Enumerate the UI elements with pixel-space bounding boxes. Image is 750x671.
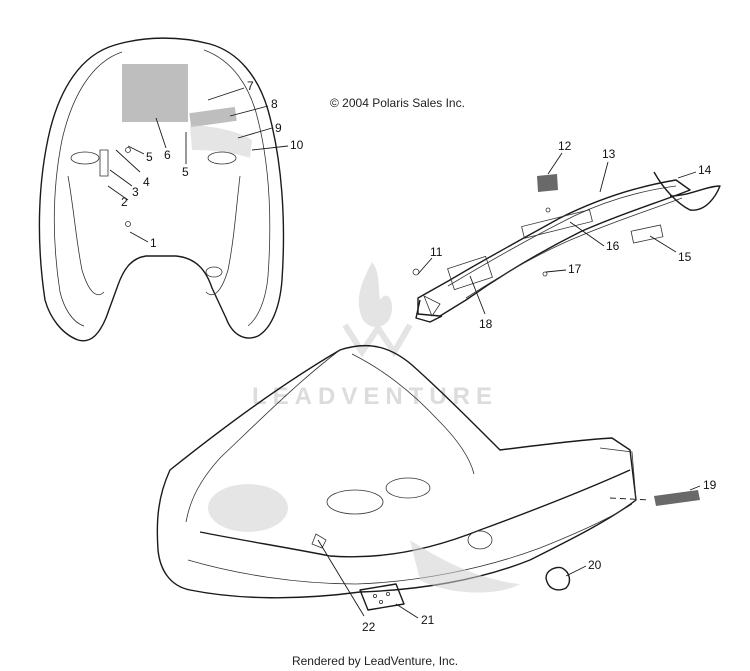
callout-3: 3 [132, 185, 139, 199]
callout-7: 7 [247, 79, 254, 93]
leader-lines [107, 87, 701, 619]
hood-side-panel [412, 171, 721, 323]
clip-12 [537, 174, 558, 192]
callout-labels: 1 2 3 4 5 5 6 7 8 9 10 11 12 13 14 15 16… [121, 79, 717, 634]
watermark: LEADVENTURE [252, 262, 498, 410]
callout-14: 14 [698, 163, 712, 177]
callout-4: 4 [143, 175, 150, 189]
callout-13: 13 [602, 147, 616, 161]
decal-15 [630, 224, 664, 244]
callout-19: 19 [703, 478, 717, 492]
callout-9: 9 [275, 121, 282, 135]
callout-12: 12 [558, 139, 572, 153]
decal-16 [521, 209, 593, 239]
hood-top-view [38, 37, 285, 342]
callout-6: 6 [164, 148, 171, 162]
callout-5a: 5 [146, 150, 153, 164]
hood-foam-strip [189, 106, 237, 128]
watermark-text: LEADVENTURE [252, 383, 498, 410]
copyright-text: © 2004 Polaris Sales Inc. [330, 96, 465, 110]
watermark-v-icon [342, 322, 413, 358]
callout-11: 11 [430, 245, 443, 259]
hood-headlight-opening [208, 484, 288, 532]
callout-22: 22 [362, 620, 376, 634]
callout-21: 21 [421, 613, 435, 627]
vent-19 [654, 490, 700, 506]
hood-vent-panel [122, 64, 188, 122]
callout-10: 10 [290, 138, 304, 152]
plug-20 [545, 566, 571, 591]
callout-18: 18 [479, 317, 493, 331]
callout-15: 15 [678, 250, 692, 264]
hood-perspective-view [156, 344, 700, 611]
callout-17: 17 [568, 262, 582, 276]
watermark-flame-icon [358, 262, 393, 327]
callout-16: 16 [606, 239, 620, 253]
pad-21 [359, 583, 405, 611]
callout-20: 20 [588, 558, 602, 572]
callout-2: 2 [121, 195, 128, 209]
callout-5b: 5 [182, 165, 189, 179]
footer-text: Rendered by LeadVenture, Inc. [292, 654, 458, 668]
strap-14 [653, 171, 721, 211]
callout-8: 8 [271, 97, 278, 111]
callout-1: 1 [150, 236, 157, 250]
